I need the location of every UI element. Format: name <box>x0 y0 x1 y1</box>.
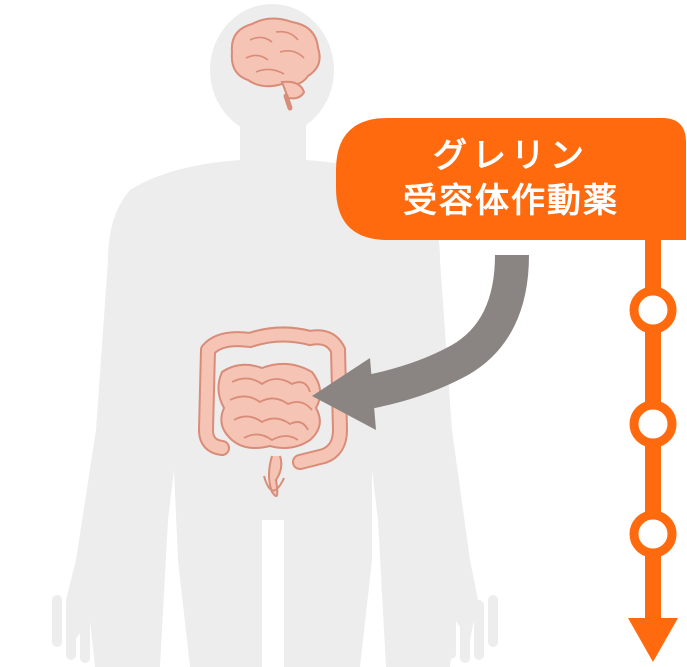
pathway-node <box>634 515 672 553</box>
pathway-node <box>634 291 672 329</box>
pathway-line <box>628 215 678 662</box>
pathway-node <box>634 405 672 443</box>
drug-label-bubble <box>336 118 686 240</box>
